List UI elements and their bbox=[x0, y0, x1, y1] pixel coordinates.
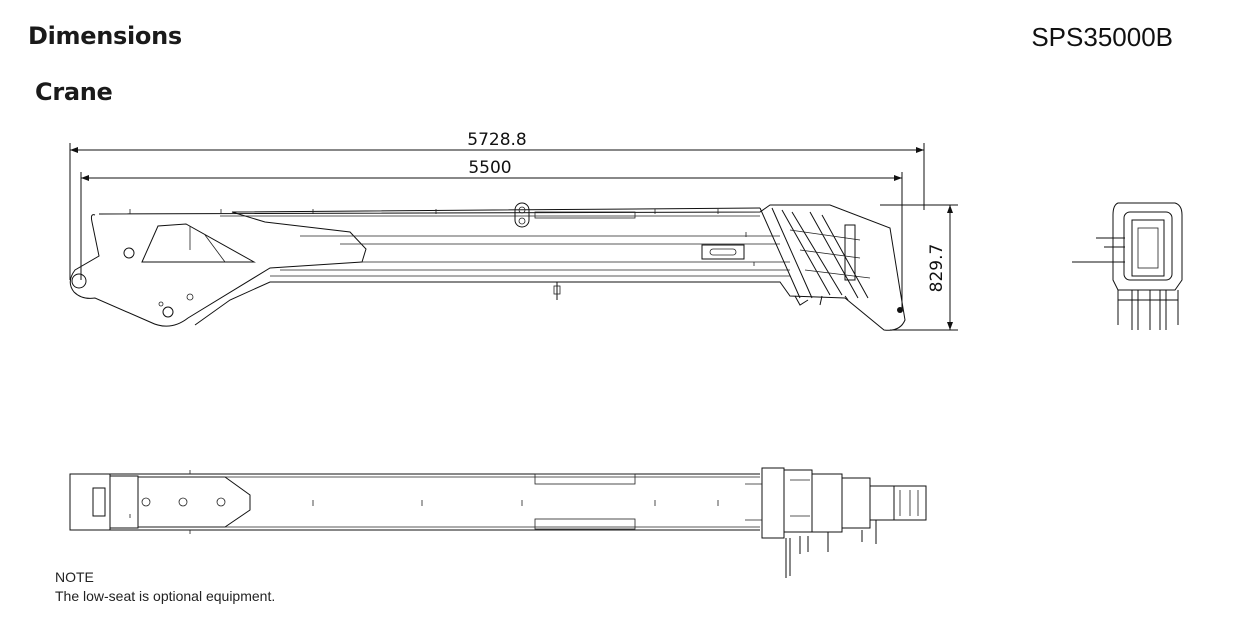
crane-front-view bbox=[1072, 202, 1183, 330]
model-number: SPS35000B bbox=[1031, 22, 1173, 52]
dimension-label-height: 829.7 bbox=[927, 244, 947, 293]
page-title: Dimensions bbox=[28, 22, 182, 50]
dimension-label-overall: 5728.8 bbox=[467, 130, 526, 150]
crane-top-view bbox=[69, 467, 927, 578]
dimension-label-boom: 5500 bbox=[468, 158, 511, 178]
note-text: The low-seat is optional equipment. bbox=[55, 588, 276, 604]
crane-side-view bbox=[69, 202, 906, 331]
note: NOTE The low-seat is optional equipment. bbox=[55, 568, 275, 606]
section-title: Crane bbox=[35, 78, 113, 106]
dimension-overall-length: 5728.8 bbox=[69, 130, 925, 280]
note-heading: NOTE bbox=[55, 569, 94, 585]
dimension-boom-length: 5500 bbox=[80, 158, 903, 312]
dimension-height: 829.7 bbox=[880, 204, 958, 331]
